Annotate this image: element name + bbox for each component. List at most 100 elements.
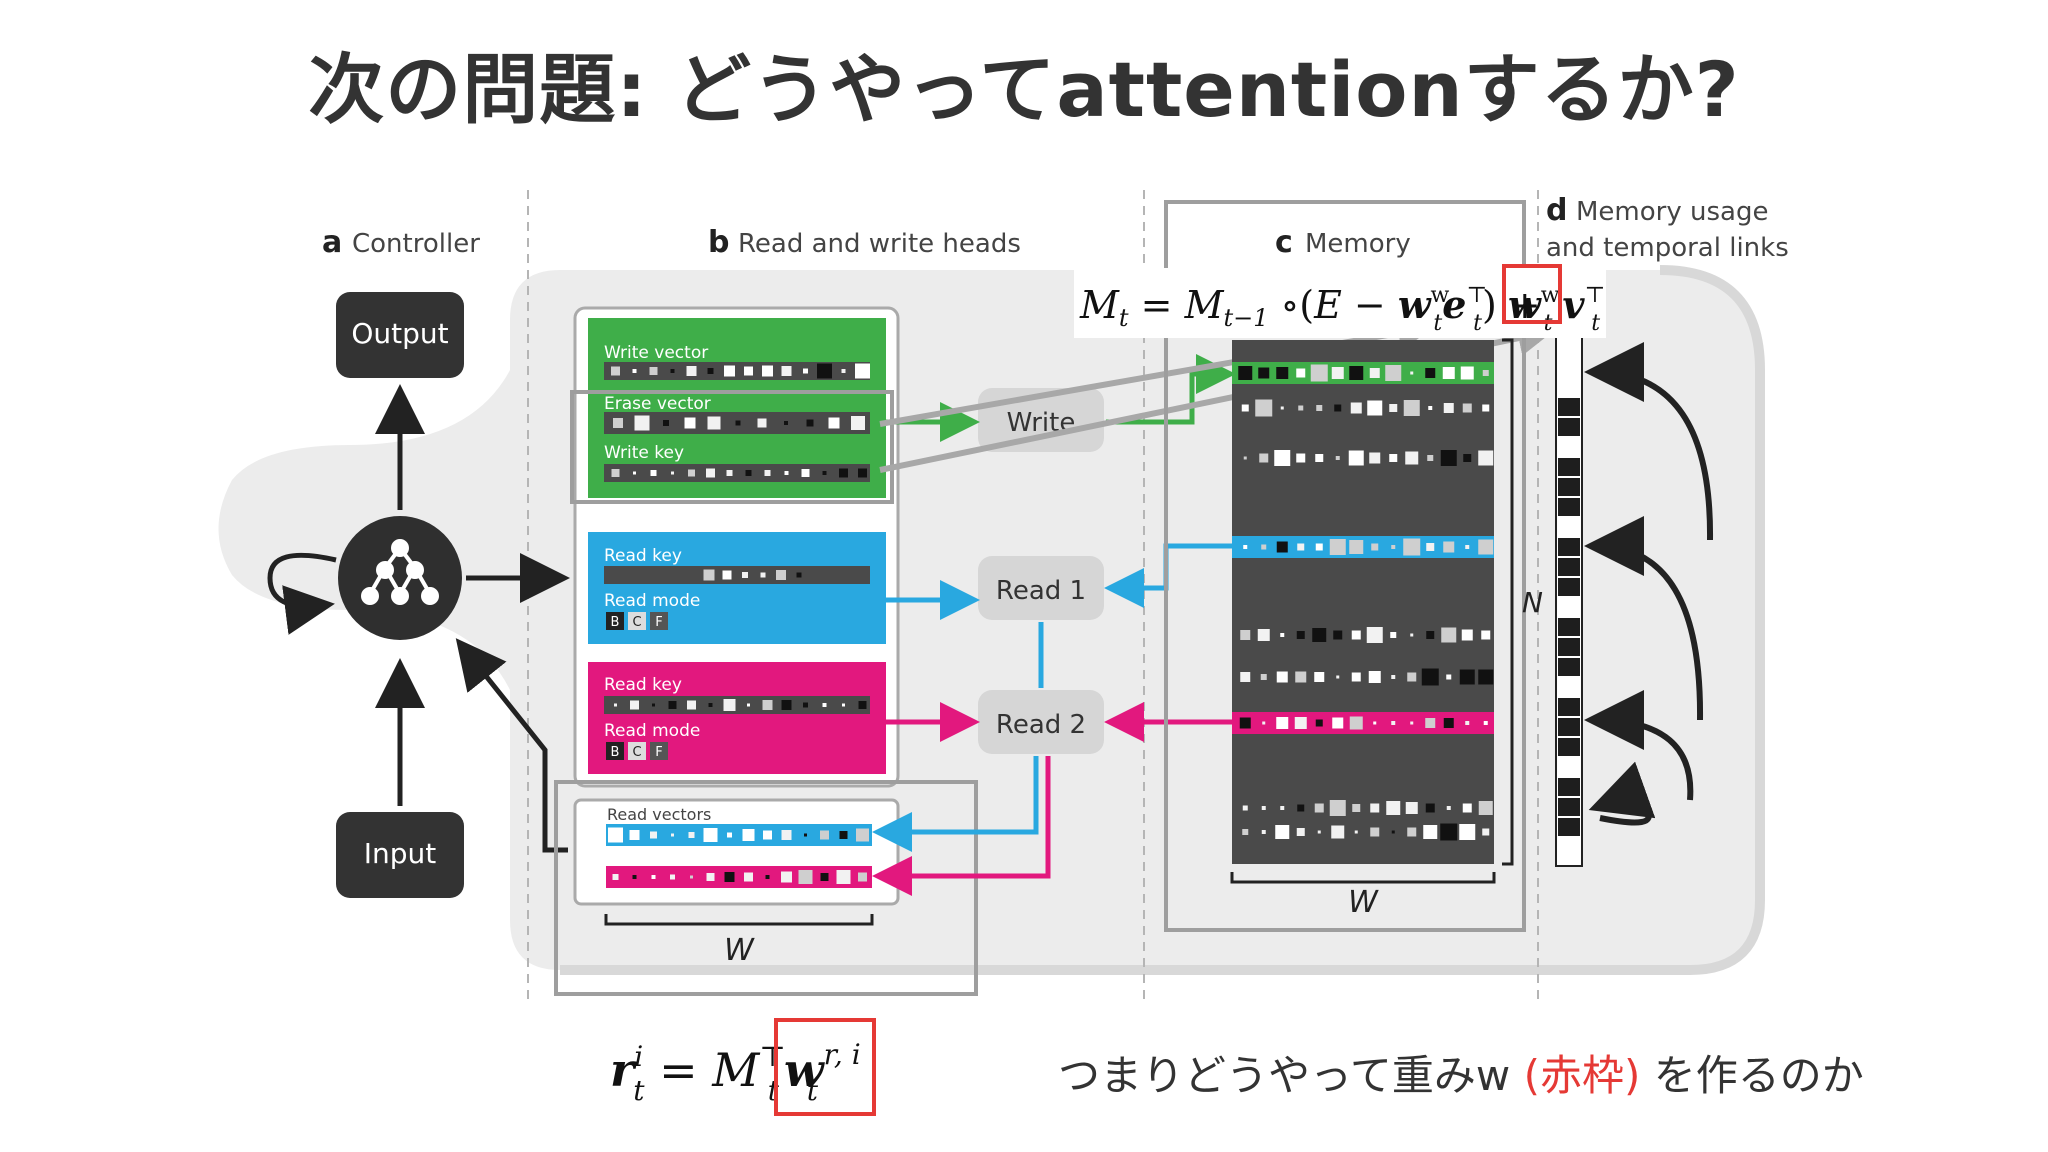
vector-cell <box>745 470 752 476</box>
vector-cell <box>1331 825 1345 839</box>
svg-text:B: B <box>611 745 620 760</box>
vector-cell <box>1423 825 1438 839</box>
vector-cell <box>1483 721 1488 725</box>
memory-highlight-box <box>1164 200 1526 932</box>
vector-cell <box>1350 402 1362 414</box>
vector-cell <box>1336 675 1340 679</box>
usage-cell <box>1558 638 1580 656</box>
vector-cell <box>858 468 867 478</box>
memory-matrix <box>1232 340 1494 864</box>
vector-cell <box>1296 453 1306 463</box>
vector-cell <box>1440 823 1458 841</box>
input-box <box>336 812 464 898</box>
read2-op-label: Read 2 <box>996 710 1086 740</box>
vector-cell <box>760 572 766 578</box>
vector-cell <box>1257 629 1270 641</box>
usage-cell <box>1558 778 1580 796</box>
vector-cell <box>803 368 808 374</box>
vector-cell <box>856 828 869 842</box>
memory-height-bracket <box>1502 338 1514 866</box>
vector-cell <box>820 873 829 881</box>
vector-cell <box>1352 804 1361 812</box>
vector-cell <box>1443 718 1454 728</box>
vector-cell <box>612 874 619 880</box>
vector-cell <box>1314 803 1324 813</box>
vector-cell <box>1366 627 1383 643</box>
vector-cell <box>724 365 735 377</box>
vector-cell <box>1349 366 1364 380</box>
vector-cell <box>1310 364 1328 382</box>
vector-cell <box>817 363 832 379</box>
vector-cell <box>1389 454 1398 462</box>
vector-cell <box>1373 721 1377 725</box>
vector-cell <box>688 469 695 477</box>
vector-cell <box>1243 545 1248 549</box>
vector-cell <box>1459 824 1476 840</box>
vector-cell <box>708 703 713 707</box>
vector-cell <box>804 833 807 837</box>
vector-cell <box>1461 629 1473 641</box>
usage-cell <box>1558 678 1580 696</box>
vector-cell <box>1335 456 1340 460</box>
panel-d-letter: d <box>1546 193 1567 228</box>
vector-cell <box>1276 717 1289 729</box>
svg-text:F: F <box>655 745 662 760</box>
usage-cell <box>1558 458 1580 476</box>
memory-cells <box>1238 364 1494 841</box>
vector-cell <box>1349 540 1364 554</box>
vector-cell <box>1407 672 1417 682</box>
vector-cell <box>763 830 772 840</box>
heads-width-bracket <box>604 914 874 926</box>
vector-cell <box>1242 829 1249 835</box>
vector-cell <box>765 875 770 879</box>
vector-cell <box>1296 368 1306 378</box>
usage-cell <box>1558 618 1580 636</box>
svg-text:C: C <box>632 745 641 760</box>
vector-cell <box>1317 830 1321 834</box>
vector-cell <box>1329 539 1346 555</box>
vector-cell <box>1329 800 1346 816</box>
vector-cell <box>1349 716 1363 730</box>
temporal-link-arrows <box>1584 342 1714 826</box>
vector-cell <box>608 827 623 843</box>
vector-cell <box>1390 632 1397 638</box>
vector-cell <box>651 875 656 879</box>
vector-cell <box>629 830 640 840</box>
memory-width-label: W <box>1348 885 1379 920</box>
vector-cell <box>726 470 733 476</box>
vector-cell <box>652 703 655 707</box>
vector-cell <box>757 418 767 428</box>
vector-cell <box>1459 669 1475 685</box>
vector-cell <box>687 700 696 710</box>
usage-cell <box>1558 738 1580 756</box>
vector-cell <box>649 367 658 375</box>
read-vector-2-bar <box>606 866 872 888</box>
vector-cell <box>1261 806 1266 810</box>
vector-cell <box>632 369 637 373</box>
usage-cell <box>1558 698 1580 716</box>
vector-cell <box>722 570 732 580</box>
write-weight-red-box <box>1502 264 1562 324</box>
usage-cell <box>1558 758 1580 776</box>
vector-cell <box>1410 721 1414 725</box>
vector-cell <box>1315 543 1323 551</box>
vector-cell <box>614 703 617 707</box>
read-weight-red-box <box>774 1018 876 1116</box>
read-key-2-label: Read key <box>604 675 682 695</box>
vector-cell <box>670 874 675 880</box>
vector-cell <box>1482 404 1490 412</box>
usage-cell <box>1558 398 1580 416</box>
vector-cell <box>703 828 718 842</box>
vector-cell <box>1348 450 1364 466</box>
vector-cell <box>1385 365 1402 381</box>
vector-cell <box>851 416 865 430</box>
usage-cell <box>1558 718 1580 736</box>
vector-cell <box>663 420 669 426</box>
output-box <box>336 292 464 378</box>
vector-cell <box>1334 404 1342 412</box>
vector-cell <box>1443 541 1455 553</box>
usage-cells <box>1558 338 1580 856</box>
read-vectors-highlight-box <box>554 780 978 996</box>
